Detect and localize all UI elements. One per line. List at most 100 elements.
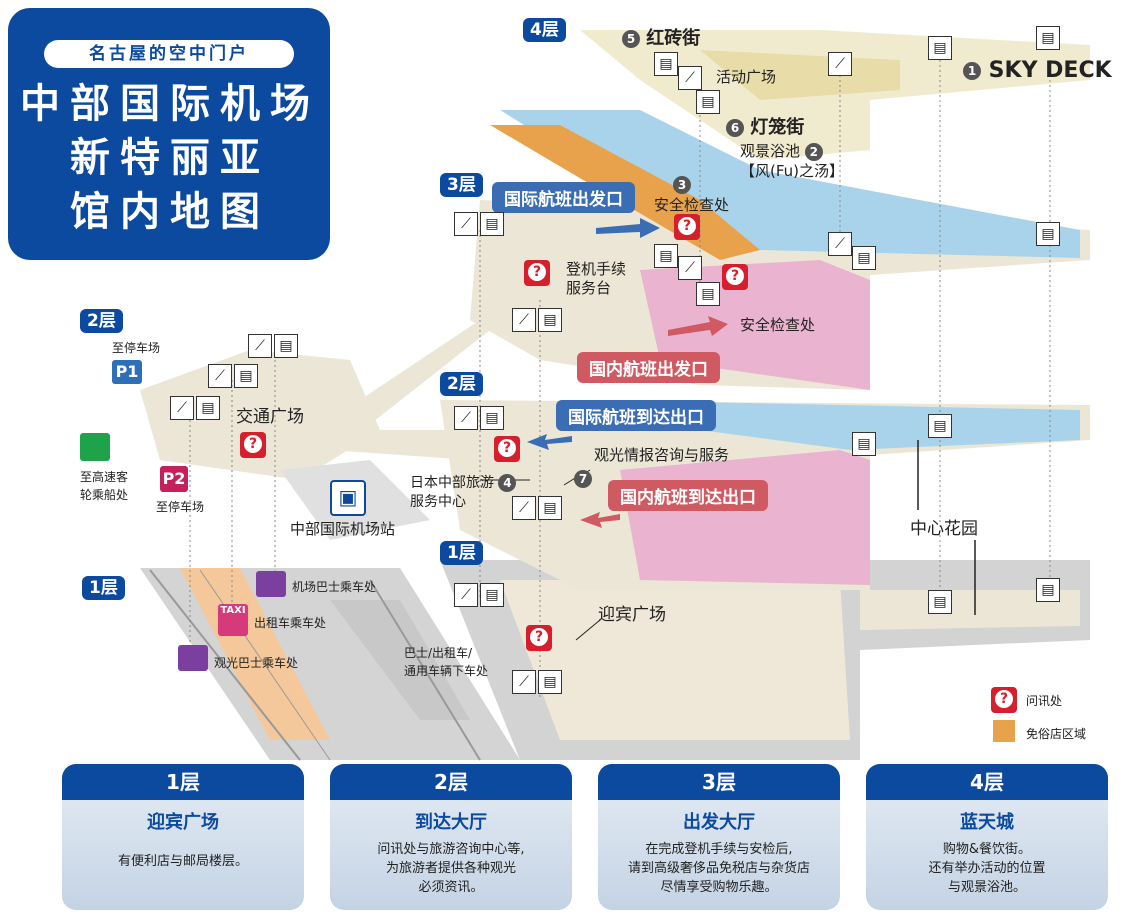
- elevator-icon: ▤: [538, 670, 562, 694]
- escalator-icon: ⟋: [248, 334, 272, 358]
- elevator-icon: ▤: [234, 364, 258, 388]
- sightseeing-bus-icon: [178, 645, 208, 671]
- floor-tag-1f: 1层: [440, 541, 483, 565]
- dom-departure-banner: 国内航班出发口: [577, 352, 720, 383]
- escalator-icon: ⟋: [208, 364, 232, 388]
- sky-deck: 1 SKY DECK: [963, 58, 1112, 83]
- intl-departure-banner: 国际航班出发口: [492, 182, 635, 213]
- to-parking-p2: 至停车场: [156, 500, 205, 514]
- checkin-counter-2: 服务台: [566, 279, 612, 297]
- card-title: 蓝天城: [960, 812, 1014, 833]
- elevator-icon: ▤: [1036, 578, 1060, 602]
- card-desc-line: 请到高级奢侈品免税店与杂货店: [627, 861, 810, 876]
- elevator-icon: ▤: [852, 432, 876, 456]
- central-garden: 中心花园: [910, 519, 978, 539]
- security-check-3f: 安全检查处: [654, 196, 730, 214]
- escalator-icon: ⟋: [512, 670, 536, 694]
- floor-tag-2f-left: 2层: [80, 309, 123, 333]
- elevator-icon: ▤: [654, 52, 678, 76]
- elevator-icon: ▤: [480, 212, 504, 236]
- floor-tag-2f: 2层: [440, 372, 483, 396]
- elevator-icon: ▤: [538, 308, 562, 332]
- card-1f: 1层 迎宾广场 有便利店与邮局楼层。: [62, 764, 304, 910]
- p1-sign: P1: [112, 360, 142, 384]
- card-desc-line: 为旅游者提供各种观光: [385, 861, 516, 876]
- card-desc-line: 购物&餐饮街。: [942, 842, 1032, 857]
- ferry-label-2: 轮乘船处: [80, 488, 129, 502]
- escalator-icon: ⟋: [828, 232, 852, 256]
- welcome-plaza: 迎宾广场: [598, 605, 666, 625]
- intl-dep-arrow: [596, 218, 660, 238]
- central-japan-travel-1: 日本中部旅游 4: [410, 472, 517, 492]
- event-plaza: 活动广场: [716, 68, 777, 86]
- tourism-info-service: 观光情报咨询与服务: [594, 446, 730, 464]
- card-floor: 2层: [330, 764, 572, 800]
- checkin-counter-1: 登机手续: [566, 260, 627, 278]
- tagline: 名古屋的空中门户: [44, 40, 294, 68]
- number-3-marker: 3: [673, 174, 691, 194]
- card-title: 出发大厅: [683, 812, 755, 833]
- elevator-icon: ▤: [1036, 222, 1060, 246]
- card-desc-line: 必须资讯。: [418, 880, 484, 895]
- p2-sign: P2: [160, 466, 188, 492]
- card-floor: 3层: [598, 764, 840, 800]
- escalator-icon: ⟋: [828, 52, 852, 76]
- dom-dep-arrow: [668, 316, 728, 336]
- intl-arrival-banner: 国际航班到达出口: [556, 400, 716, 431]
- escalator-icon: ⟋: [678, 66, 702, 90]
- card-desc-line: 与观景浴池。: [947, 880, 1026, 895]
- floor-tag-3f: 3层: [440, 173, 483, 197]
- elevator-icon: ▤: [696, 90, 720, 114]
- bus-taxi-drop-2: 通用车辆下车处: [404, 664, 489, 678]
- dom-arr-arrow: [580, 512, 620, 528]
- card-desc-line: 还有举办活动的位置: [928, 861, 1046, 876]
- hongzhuan-street: 5 红砖街: [622, 24, 700, 50]
- legend-info: 问讯处: [1026, 694, 1063, 708]
- elevator-icon: ▤: [696, 282, 720, 306]
- view-bath: 观景浴池 2: [740, 140, 823, 161]
- sightseeing-bus-stop: 观光巴士乘车处: [214, 656, 299, 670]
- card-desc-line: 在完成登机手续与安检后,: [645, 842, 793, 857]
- elevator-icon: ▤: [928, 414, 952, 438]
- card-floor: 4层: [866, 764, 1108, 800]
- card-title: 到达大厅: [415, 812, 487, 833]
- floor-tag-4f: 4层: [523, 18, 566, 42]
- elevator-icon: ▤: [196, 396, 220, 420]
- elevator-icon: ▤: [480, 406, 504, 430]
- train-station-icon: ▣: [330, 480, 366, 516]
- security-check-3f-dom: 安全检查处: [740, 316, 816, 334]
- title-line-2: 新特丽亚: [70, 135, 270, 181]
- escalator-icon: ⟋: [512, 496, 536, 520]
- ferry-label-1: 至高速客: [80, 470, 129, 484]
- card-desc-line: 尽情享受购物乐趣。: [660, 880, 778, 895]
- legend-dutyfree: 免俗店区域: [1026, 727, 1087, 741]
- transport-plaza: [140, 350, 380, 480]
- central-japan-travel-2: 服务中心: [410, 494, 466, 510]
- airport-station: 中部国际机场站: [290, 520, 396, 538]
- elevator-icon: ▤: [1036, 26, 1060, 50]
- taxi-icon: TAXI: [218, 604, 248, 636]
- transport-plaza-label: 交通广场: [236, 407, 304, 427]
- card-desc-line: 有便利店与邮局楼层。: [117, 854, 248, 869]
- card-title: 迎宾广场: [147, 812, 219, 833]
- elevator-icon: ▤: [928, 590, 952, 614]
- info-icon: [526, 625, 552, 651]
- taxi-stand: 出租车乘车处: [254, 616, 327, 630]
- card-desc-line: 问讯处与旅游咨询中心等,: [377, 842, 525, 857]
- intl-arr-arrow: [527, 434, 572, 450]
- elevator-icon: ▤: [654, 244, 678, 268]
- title-line-3: 馆内地图: [70, 189, 270, 235]
- info-icon: [240, 432, 266, 458]
- card-floor: 1层: [62, 764, 304, 800]
- info-icon: [674, 214, 700, 240]
- info-icon: [494, 436, 520, 462]
- card-4f: 4层 蓝天城 购物&餐饮街。 还有举办活动的位置 与观景浴池。: [866, 764, 1108, 910]
- elevator-icon: ▤: [274, 334, 298, 358]
- fu-no-yu: 【风(Fu)之汤】: [740, 162, 845, 180]
- dutyfree-swatch: [993, 720, 1015, 742]
- to-parking-p1: 至停车场: [112, 341, 161, 355]
- escalator-icon: ⟋: [454, 583, 478, 607]
- escalator-icon: ⟋: [454, 406, 478, 430]
- card-2f: 2层 到达大厅 问讯处与旅游咨询中心等, 为旅游者提供各种观光 必须资讯。: [330, 764, 572, 910]
- info-icon: [722, 264, 748, 290]
